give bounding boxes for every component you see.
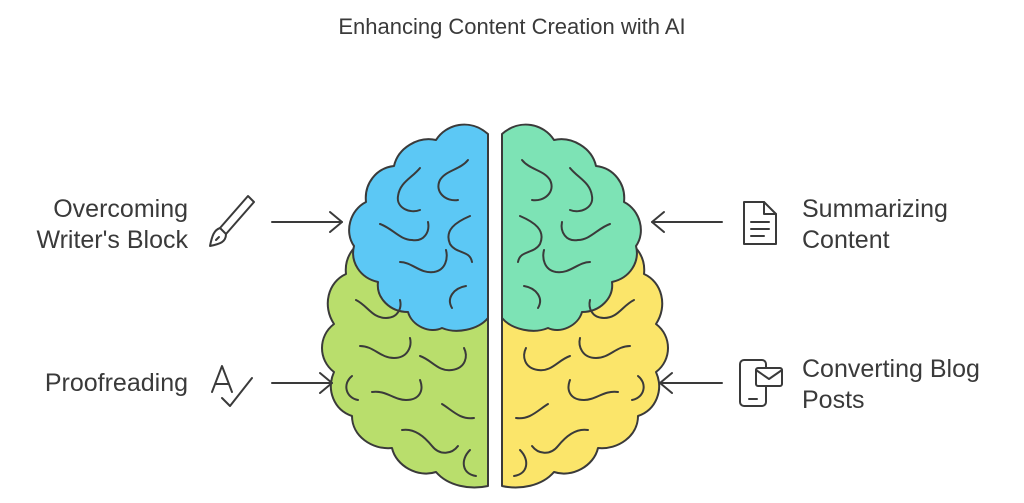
label-summarizing: Summarizing Content — [802, 194, 948, 256]
label-writers-block-line1: Overcoming — [53, 195, 188, 223]
arrow-converting — [659, 372, 723, 394]
diagram-title: Enhancing Content Creation with AI — [338, 14, 686, 39]
brain-lobe-top-right — [501, 123, 642, 332]
document-icon — [743, 201, 777, 245]
brain-lobe-top-left — [348, 123, 489, 332]
arrow-writers-block — [271, 211, 343, 233]
label-writers-block: Overcoming Writer's Block — [36, 194, 188, 256]
spell-check-icon — [211, 365, 253, 407]
label-converting-line1: Converting Blog — [802, 355, 980, 383]
pen-nib-icon — [209, 195, 255, 247]
label-summarizing-line2: Content — [802, 226, 890, 254]
brain-right-hemisphere — [501, 123, 669, 489]
label-writers-block-line2: Writer's Block — [36, 226, 188, 254]
brain-left-hemisphere — [321, 123, 489, 489]
arrow-proofreading — [271, 372, 333, 394]
label-proofreading-line1: Proofreading — [44, 369, 188, 397]
arrow-summarizing — [651, 211, 723, 233]
label-summarizing-line1: Summarizing — [802, 195, 948, 223]
mobile-message-icon — [739, 359, 783, 407]
label-proofreading: Proofreading — [45, 368, 188, 399]
label-converting-line2: Posts — [802, 386, 865, 414]
label-converting: Converting Blog Posts — [802, 354, 980, 416]
